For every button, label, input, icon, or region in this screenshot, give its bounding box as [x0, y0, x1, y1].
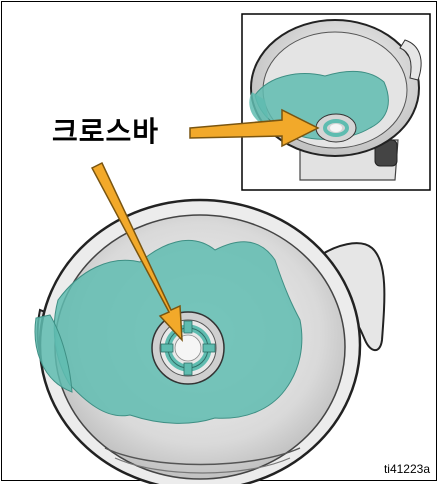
crossbar-label: 크로스바 — [52, 110, 159, 150]
main-funnel — [35, 200, 384, 484]
figure-id: ti41223a — [384, 462, 430, 476]
inset-view — [242, 14, 430, 190]
